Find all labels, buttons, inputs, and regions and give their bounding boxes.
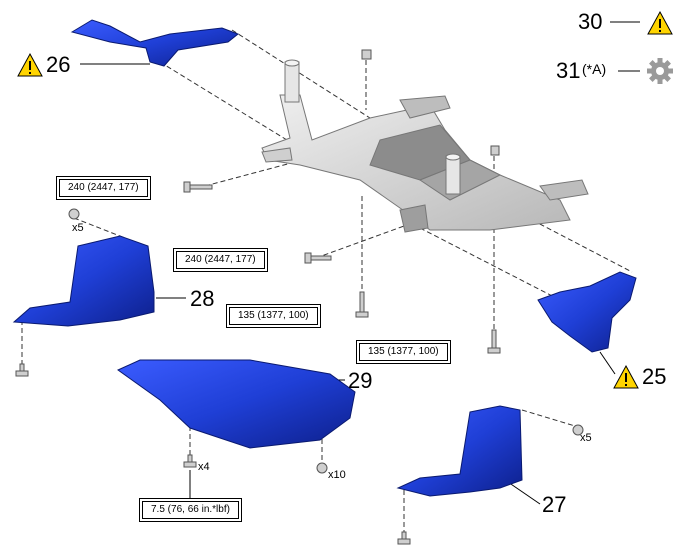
- bolt-small-left: [15, 363, 29, 377]
- torque-box-5: 7.5 (76, 66 in.*lbf): [139, 498, 242, 522]
- legend-tool-note: (*A): [582, 61, 607, 77]
- callout-arm-left: 26: [46, 52, 71, 77]
- clip-right: [572, 424, 584, 436]
- bolt-240-a: [183, 181, 213, 193]
- torque-value: 135 (1377, 100): [359, 343, 448, 361]
- engine-cover-right: [396, 405, 523, 497]
- callout-cover-right: 27: [542, 492, 567, 517]
- qty-bolts-center: x4: [198, 461, 210, 473]
- bolt-small-right: [397, 531, 411, 545]
- warning-triangle-icon: [17, 52, 43, 77]
- bolt-240-b: [304, 252, 332, 264]
- legend-caution-number: 30: [578, 9, 603, 34]
- torque-box-4: 135 (1377, 100): [356, 340, 451, 364]
- bolt-135-a: [355, 291, 369, 318]
- torque-value: 240 (2447, 177): [59, 179, 148, 197]
- torque-value: 240 (2447, 177): [176, 251, 265, 269]
- clip-center: [316, 462, 328, 474]
- engine-cover-left: [12, 235, 155, 327]
- qty-clips-center: x10: [328, 469, 346, 481]
- qty-clips-right: x5: [580, 432, 592, 444]
- lower-arm-right: [537, 271, 637, 353]
- blue-parts: [12, 19, 637, 497]
- clip-left: [68, 208, 80, 220]
- assembly-lines: [21, 29, 633, 535]
- legend-tool-number: 31: [556, 58, 581, 83]
- leader-lines: [80, 21, 640, 505]
- torque-box-2: 240 (2447, 177): [173, 248, 268, 272]
- fasteners: [15, 49, 584, 545]
- qty-clips-left: x5: [72, 222, 84, 234]
- warning-triangle-icon: [613, 364, 639, 389]
- caution-icons: [17, 10, 673, 389]
- gear-icon: [647, 58, 673, 84]
- callout-under-cover: 29: [348, 368, 373, 393]
- torque-box-1: 240 (2447, 177): [56, 176, 151, 200]
- torque-value: 7.5 (76, 66 in.*lbf): [142, 501, 239, 519]
- warning-triangle-icon: [647, 10, 673, 35]
- torque-box-3: 135 (1377, 100): [226, 304, 321, 328]
- callout-cover-left: 28: [190, 286, 215, 311]
- torque-value: 135 (1377, 100): [229, 307, 318, 325]
- engine-under-cover: [117, 359, 356, 449]
- suspension-member: [261, 59, 589, 233]
- bolt-small-center: [183, 454, 197, 468]
- callout-arm-right: 25: [642, 364, 667, 389]
- bolt-135-b: [487, 329, 501, 354]
- lower-arm-left: [70, 19, 239, 67]
